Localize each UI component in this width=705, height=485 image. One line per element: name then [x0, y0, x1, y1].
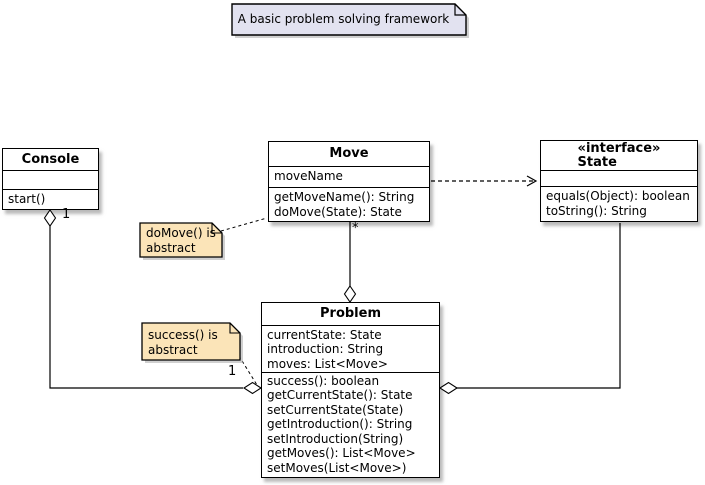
move-method: getMoveName(): String: [274, 190, 415, 204]
problem-state-line: [456, 223, 621, 389]
class-box-move: Move moveName getMoveName(): String doMo…: [268, 141, 430, 222]
state-name: State: [577, 154, 617, 170]
problem-method: setCurrentState(State): [267, 402, 404, 417]
note-fold-icon: [211, 223, 222, 234]
move-attributes-section: moveName: [269, 167, 429, 188]
multiplicity-console-end: 1: [62, 207, 71, 222]
note-success-text: success() is abstract: [148, 328, 218, 357]
problem-attribute: currentState: State: [267, 327, 382, 342]
class-box-problem: Problem currentState: State introduction…: [261, 302, 440, 478]
problem-method: setIntroduction(String): [267, 431, 404, 446]
note-domove-link-line: [220, 217, 268, 232]
class-box-state: «interface» State equals(Object): boolea…: [540, 140, 698, 222]
note-fold-icon: [454, 4, 466, 16]
aggregation-diamond-problem-right-icon: [438, 381, 459, 395]
problem-method: success(): boolean: [267, 373, 380, 388]
problem-methods-section: success(): boolean getCurrentState(): St…: [262, 373, 439, 478]
state-method: equals(Object): boolean: [546, 189, 690, 203]
console-method: start(): [8, 192, 46, 206]
class-box-console: Console start(): [2, 148, 99, 210]
note-success-shape: [141, 322, 241, 361]
note-domove-shape: [139, 222, 223, 258]
state-methods-section: equals(Object): boolean toString(): Stri…: [541, 187, 697, 221]
problem-method: getIntroduction(): String: [267, 417, 413, 431]
aggregation-diamond-problem-top-icon: [343, 285, 357, 303]
dependency-arrowhead-icon: [526, 175, 538, 187]
problem-method: getMoves(): List<Move>: [267, 446, 416, 460]
multiplicity-move-end: *: [352, 221, 359, 236]
problem-attribute: introduction: String: [267, 342, 384, 356]
problem-attributes-section: currentState: State introduction: String…: [262, 326, 439, 373]
problem-method: setMoves(List<Move>): [267, 460, 407, 475]
problem-attribute: moves: List<Move>: [267, 356, 388, 371]
class-title-problem: Problem: [262, 303, 439, 326]
note-fold-icon: [229, 323, 240, 334]
multiplicity-problem-end: 1: [228, 364, 237, 379]
move-attribute: moveName: [274, 169, 343, 184]
class-title-move: Move: [269, 142, 429, 168]
move-method: doMove(State): State: [274, 204, 402, 219]
console-methods-section: start(): [3, 190, 98, 209]
state-attributes-section: [541, 171, 697, 187]
aggregation-diamond-problem-left-icon: [242, 381, 263, 395]
console-attributes-section: [3, 171, 98, 190]
console-problem-line: [49, 226, 243, 389]
class-title-state: «interface» State: [541, 141, 697, 171]
note-domove-text: doMove() is abstract: [146, 226, 216, 255]
title-note-shape: [231, 3, 467, 36]
state-stereotype: «interface»: [577, 140, 661, 156]
state-method: toString(): String: [546, 203, 647, 218]
class-title-console: Console: [3, 149, 98, 171]
diagram-title: A basic problem solving framework: [237, 12, 450, 26]
aggregation-diamond-console-icon: [43, 209, 57, 227]
problem-method: getCurrentState(): State: [267, 388, 413, 402]
move-methods-section: getMoveName(): String doMove(State): Sta…: [269, 188, 429, 221]
